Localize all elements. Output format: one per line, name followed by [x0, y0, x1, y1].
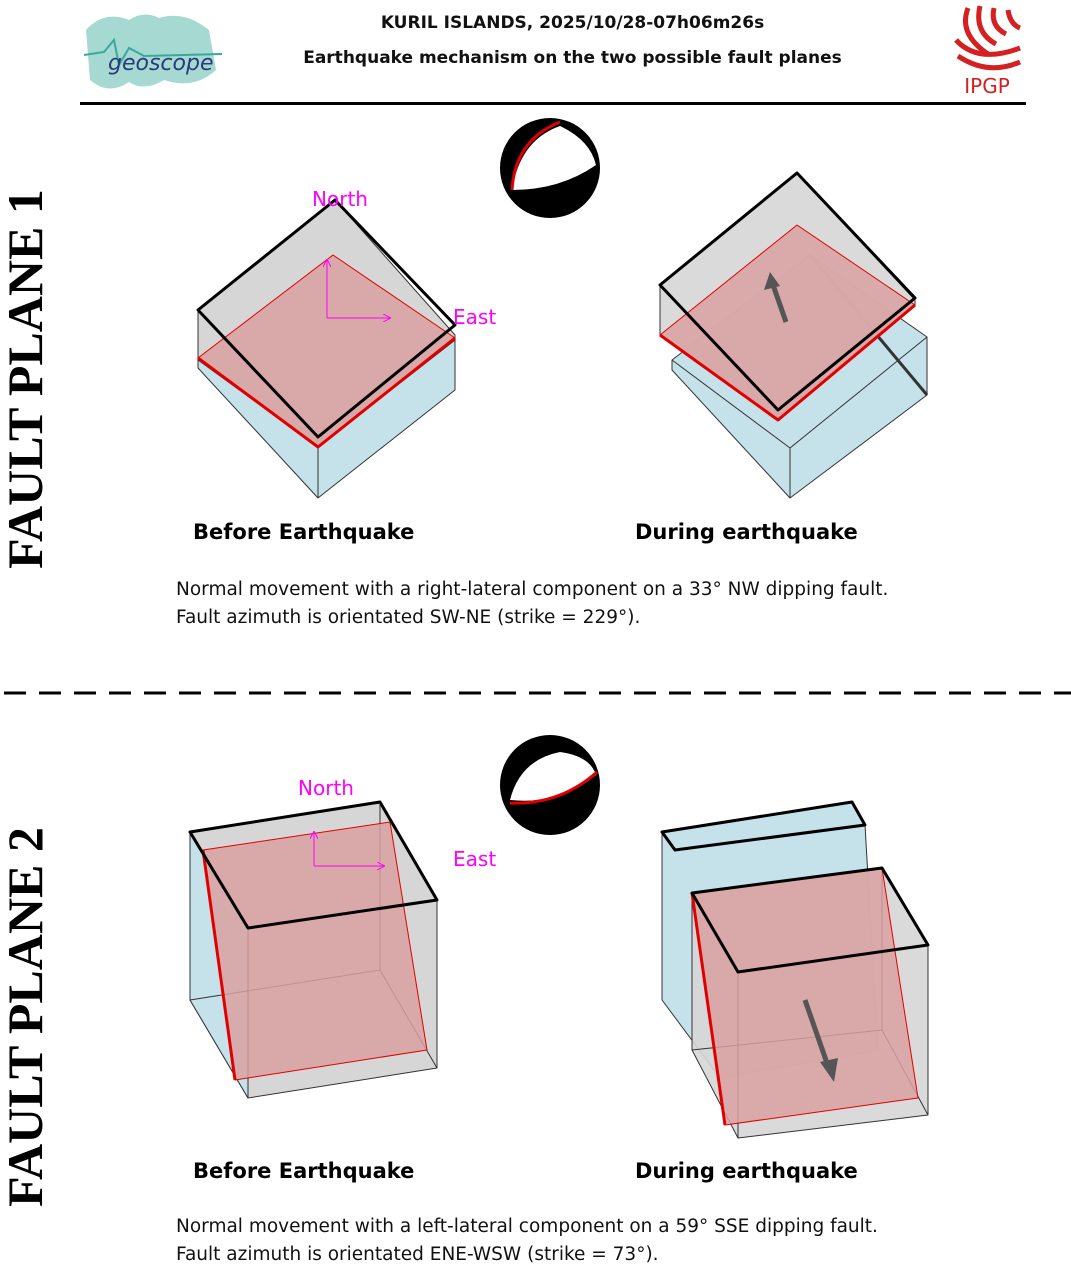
plane-1-description-line2: Fault azimuth is orientated SW-NE (strik…: [176, 607, 641, 628]
geoscope-logo: geoscope: [83, 10, 223, 96]
beachball-1: [500, 118, 600, 218]
before-caption-1: Before Earthquake: [193, 520, 415, 544]
block-plane2-during: [660, 800, 930, 1139]
block-plane2-before: [188, 800, 439, 1099]
plane-1-description-line1: Normal movement with a right-lateral com…: [176, 579, 889, 600]
east-label: East: [453, 847, 496, 871]
ipgp-logo: IPGP: [948, 4, 1026, 98]
beachball-2: [500, 735, 600, 835]
svg-text:IPGP: IPGP: [964, 74, 1010, 98]
east-label: East: [453, 305, 496, 329]
north-label: North: [298, 776, 354, 800]
north-label: North: [312, 187, 368, 211]
report-subtitle: Earthquake mechanism on the two possible…: [303, 48, 842, 68]
plane-2-description-line2: Fault azimuth is orientated ENE-WSW (str…: [176, 1244, 659, 1265]
block-plane1-during: [658, 171, 929, 499]
report-title: KURIL ISLANDS, 2025/10/28-07h06m26s: [380, 13, 765, 33]
header-rule: [80, 102, 1026, 105]
during-caption-1: During earthquake: [635, 520, 858, 544]
plane-2-description-line1: Normal movement with a left-lateral comp…: [176, 1216, 878, 1237]
block-plane1-before: [196, 198, 457, 499]
svg-text:geoscope: geoscope: [108, 51, 213, 76]
before-caption-2: Before Earthquake: [193, 1159, 415, 1183]
during-caption-2: During earthquake: [635, 1159, 858, 1183]
